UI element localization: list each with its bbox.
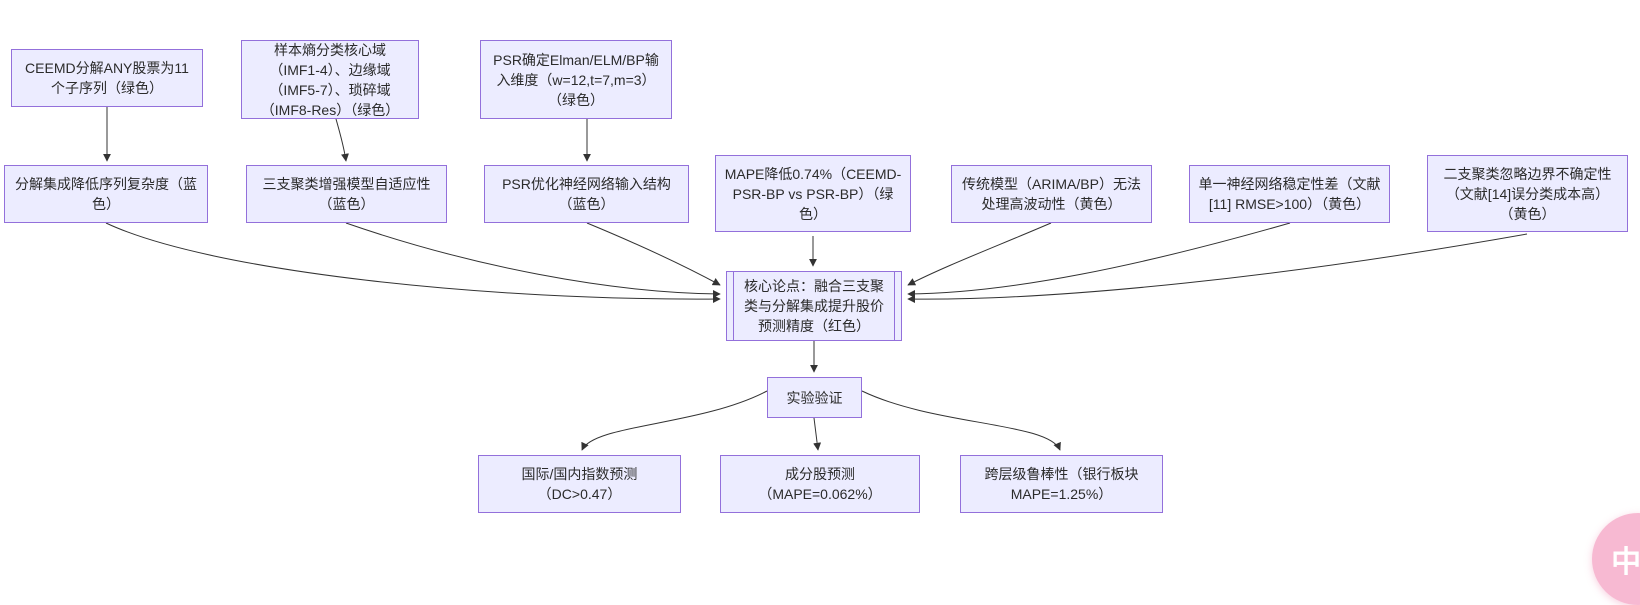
node-stock-pred: 成分股预测（MAPE=0.062%）	[720, 455, 920, 513]
node-traditional: 传统模型（ARIMA/BP）无法处理高波动性（黄色）	[951, 165, 1152, 223]
node-single-nn: 单一神经网络稳定性差（文献[11] RMSE>100）（黄色）	[1189, 165, 1390, 223]
edge-threeway-to-core	[345, 222, 721, 298]
edge-twoway-to-core	[907, 233, 1528, 304]
edge-psropt-to-core	[586, 222, 721, 286]
translate-button[interactable]: 中A	[1592, 513, 1640, 605]
node-experiment: 实验验证	[767, 377, 862, 418]
node-ceemd: CEEMD分解ANY股票为11个子序列（绿色）	[11, 49, 203, 107]
edge-singlenn-to-core	[907, 222, 1291, 298]
node-index-pred: 国际/国内指数预测（DC>0.47）	[478, 455, 681, 513]
edge-traditional-to-core	[907, 222, 1052, 286]
node-two-way: 二支聚类忽略边界不确定性（文献[14]误分类成本高）（黄色）	[1427, 155, 1628, 232]
edge-experiment-to-index	[581, 390, 768, 451]
node-psr-opt: PSR优化神经网络输入结构（蓝色）	[484, 165, 689, 223]
node-core-thesis: 核心论点：融合三支聚类与分解集成提升股价预测精度（红色）	[726, 271, 902, 341]
node-sample-entropy: 样本熵分类核心域（IMF1-4）、边缘域（IMF5-7）、琐碎域（IMF8-Re…	[241, 40, 419, 119]
node-robustness: 跨层级鲁棒性（银行板块 MAPE=1.25%）	[960, 455, 1163, 513]
node-decomp: 分解集成降低序列复杂度（蓝色）	[4, 165, 208, 223]
edge-experiment-to-robust	[861, 390, 1061, 451]
edge-decomp-to-core	[105, 222, 721, 304]
edge-experiment-to-stock	[813, 417, 822, 451]
node-psr-input: PSR确定Elman/ELM/BP输入维度（w=12,t=7,m=3）（绿色）	[480, 40, 672, 119]
edge-entropy-to-threeway	[335, 118, 349, 162]
node-mape-gain: MAPE降低0.74%（CEEMD-PSR-BP vs PSR-BP）（绿色）	[715, 155, 911, 232]
flowchart-canvas: CEEMD分解ANY股票为11个子序列（绿色） 样本熵分类核心域（IMF1-4）…	[4, 40, 1640, 605]
node-three-way: 三支聚类增强模型自适应性（蓝色）	[246, 165, 447, 223]
